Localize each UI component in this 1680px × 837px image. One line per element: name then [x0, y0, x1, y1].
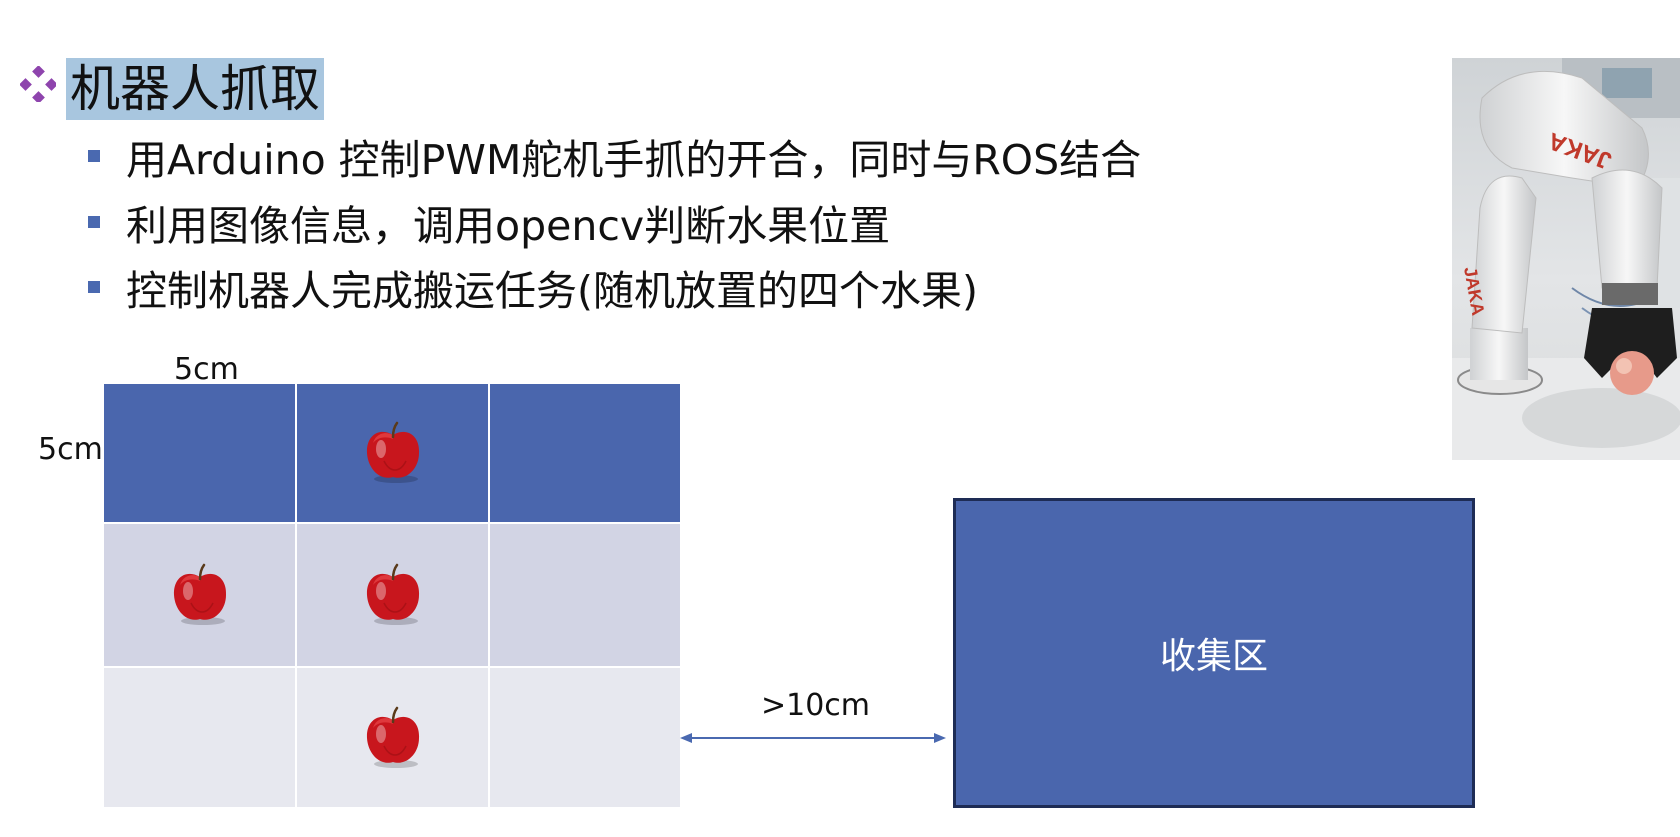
square-bullet-icon: [88, 216, 100, 228]
apple-icon: [173, 563, 226, 625]
bullet-item: 利用图像信息，调用opencv判断水果位置: [88, 194, 890, 250]
apple-icon: [366, 706, 419, 768]
double-arrow-icon: [680, 733, 946, 743]
collection-zone: 收集区: [953, 498, 1475, 808]
slide-title: 机器人抓取: [66, 58, 324, 120]
apple-icon: [366, 421, 419, 483]
square-bullet-icon: [88, 281, 100, 293]
grid-cell: [297, 668, 488, 807]
robot-arm-photo: JAKA JAKA: [1452, 58, 1680, 460]
fruit-grid: [104, 384, 680, 809]
cell-height-label: 5cm: [38, 432, 103, 467]
grid-cell: [490, 668, 680, 807]
diamond-bullet-icon: [20, 66, 56, 102]
cell-width-label: 5cm: [174, 352, 239, 387]
grid-cell: [490, 524, 680, 666]
apple-icon: [366, 563, 419, 625]
grid-cell: [297, 384, 488, 522]
grid-cell: [104, 524, 295, 666]
grid-cell: [297, 524, 488, 666]
square-bullet-icon: [88, 150, 100, 162]
bullet-text: 控制机器人完成搬运任务(随机放置的四个水果): [126, 267, 978, 315]
bullet-item: 控制机器人完成搬运任务(随机放置的四个水果): [88, 259, 978, 315]
grid-cell: [104, 384, 295, 522]
bullet-item: 用Arduino 控制PWM舵机手抓的开合，同时与ROS结合: [88, 128, 1141, 184]
bullet-text: 用Arduino 控制PWM舵机手抓的开合，同时与ROS结合: [126, 136, 1142, 184]
grid-cell: [104, 668, 295, 807]
grid-cell: [490, 384, 680, 522]
bullet-text: 利用图像信息，调用opencv判断水果位置: [126, 202, 891, 250]
distance-label: >10cm: [761, 688, 871, 723]
collection-zone-label: 收集区: [1159, 636, 1268, 677]
